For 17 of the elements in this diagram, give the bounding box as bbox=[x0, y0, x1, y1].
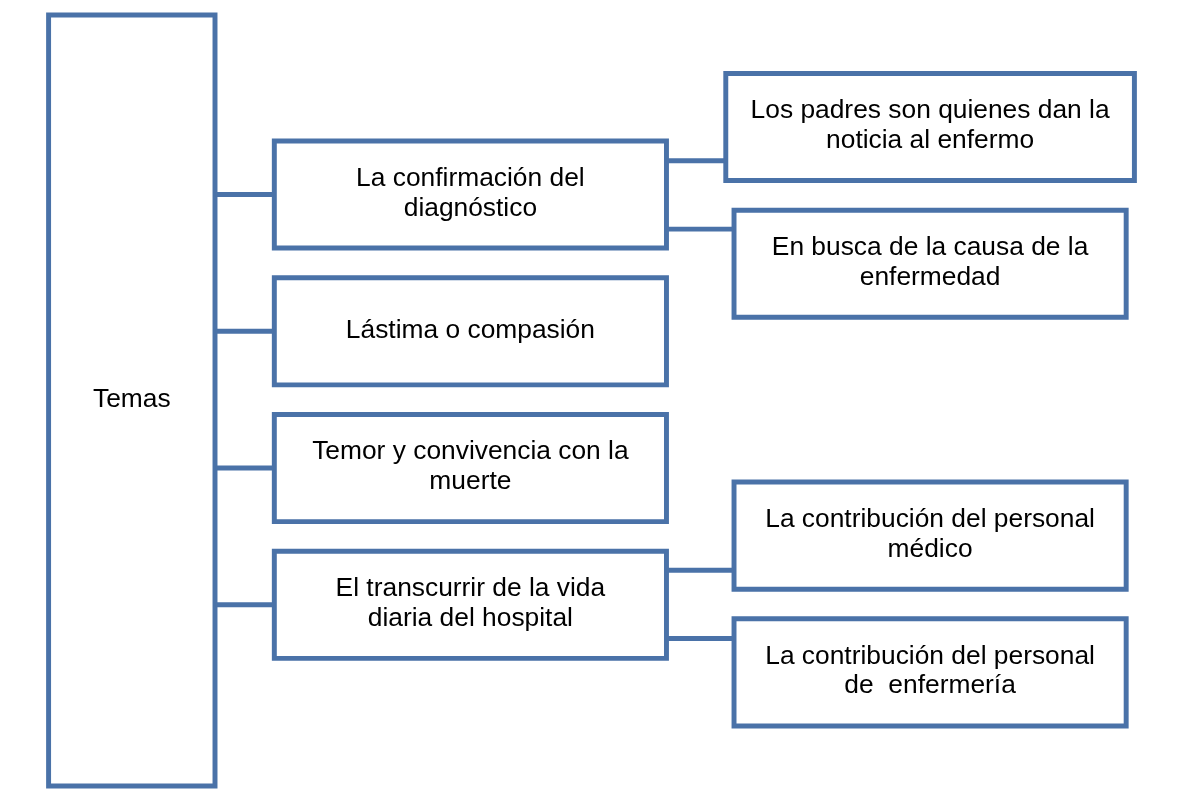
connector bbox=[666, 158, 726, 164]
connector bbox=[214, 328, 274, 334]
node-box: La confirmación del diagnóstico bbox=[271, 138, 669, 251]
connector bbox=[214, 192, 274, 197]
connector bbox=[214, 465, 274, 471]
connector bbox=[666, 567, 734, 573]
node-box: La contribución del personal médico bbox=[731, 479, 1129, 592]
node-box: Temas bbox=[45, 12, 217, 789]
connector bbox=[214, 602, 274, 608]
node-box: Temor y convivencia con la muerte bbox=[271, 412, 669, 525]
node-box: En busca de la causa de la enfermedad bbox=[731, 207, 1129, 320]
connector bbox=[666, 226, 734, 232]
node-box: Lástima o compasión bbox=[271, 275, 669, 388]
node-box: El transcurrir de la vida diaria del hospital bbox=[271, 548, 669, 661]
node-box: La contribución del personal de enfermería bbox=[731, 616, 1129, 729]
connector bbox=[666, 636, 734, 642]
node-box: Los padres son quienes dan la noticia al enfermo bbox=[722, 70, 1137, 183]
